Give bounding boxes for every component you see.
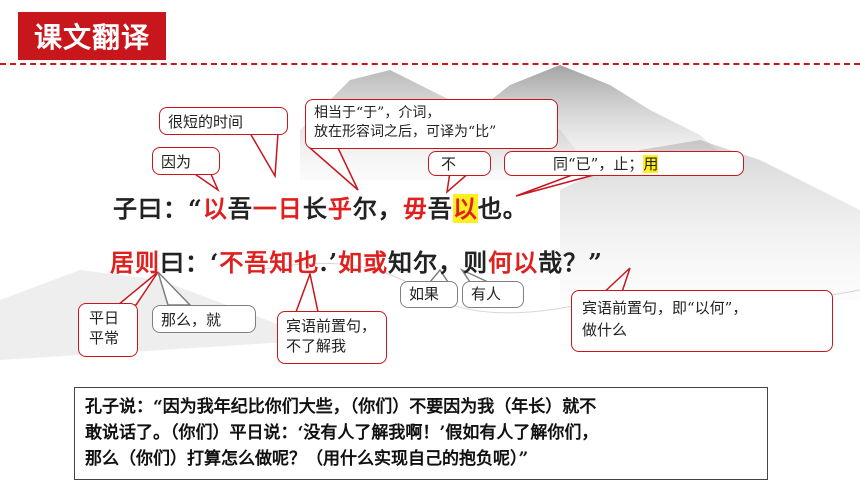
- s1-yiri: 一日: [252, 194, 303, 223]
- callout-hen-duan: 很短的时间: [159, 107, 288, 135]
- callout-yong-highlight: 用: [643, 155, 659, 173]
- s1-er: 尔，: [352, 194, 403, 223]
- callout-na-me: 那么，就: [152, 305, 256, 333]
- callout-ping-ri: 平日 平常: [78, 303, 138, 357]
- callout-ru-guo: 如果: [400, 281, 458, 308]
- s2-juze: 居则: [110, 248, 160, 277]
- s1-ziyue: 子曰：“: [113, 194, 203, 223]
- s1-yi-2: 以: [452, 194, 478, 223]
- s1-yi-1: 以: [202, 194, 228, 223]
- classical-sentence-1: 子曰：“以吾一日长乎尔，毋吾以也。: [113, 189, 528, 224]
- callout-bin-yu-2: 宾语前置句，即“以何”， 做什么: [571, 290, 833, 352]
- s1-wu-2: 毋: [402, 194, 428, 223]
- classical-sentence-2: 居则曰：‘不吾知也.’如或知尔，则何以哉？”: [110, 243, 603, 278]
- s2-heyi: 何以: [488, 248, 539, 277]
- translation-box: 孔子说：“因为我年纪比你们大些，（你们）不要因为我（年长）就不 敢说话了。（你们…: [74, 387, 768, 480]
- s2-zhier-ze: 知尔，则: [388, 248, 489, 277]
- callout-xiang-dang: 相当于“于”，介词， 放在形容词之后，可译为“比”: [305, 99, 558, 149]
- s1-hu: 乎: [327, 194, 353, 223]
- s1-ye: 也。: [477, 194, 528, 223]
- s1-zhang: 长: [302, 194, 328, 223]
- s2-buwuzhiye: 不吾知也: [219, 248, 320, 277]
- callout-tong-yi: 同“已”，止；用: [504, 151, 744, 176]
- callout-yin-wei: 因为: [152, 147, 220, 175]
- s1-wu-3: 吾: [427, 194, 453, 223]
- s1-wu-1: 吾: [227, 194, 253, 223]
- s2-quote-end: .’: [319, 248, 339, 277]
- s2-yue: 曰：‘: [160, 248, 220, 277]
- s2-ruhuo: 如或: [338, 248, 389, 277]
- header-divider: [0, 63, 860, 65]
- callout-bin-yu-1: 宾语前置句， 不了解我: [277, 311, 387, 364]
- callout-bu: 不: [428, 151, 491, 176]
- section-title: 课文翻译: [18, 12, 166, 60]
- callout-you-ren: 有人: [462, 281, 524, 308]
- s2-zai: 哉？”: [538, 248, 603, 277]
- callout-tong-yi-text: 同“已”，止；: [553, 155, 644, 173]
